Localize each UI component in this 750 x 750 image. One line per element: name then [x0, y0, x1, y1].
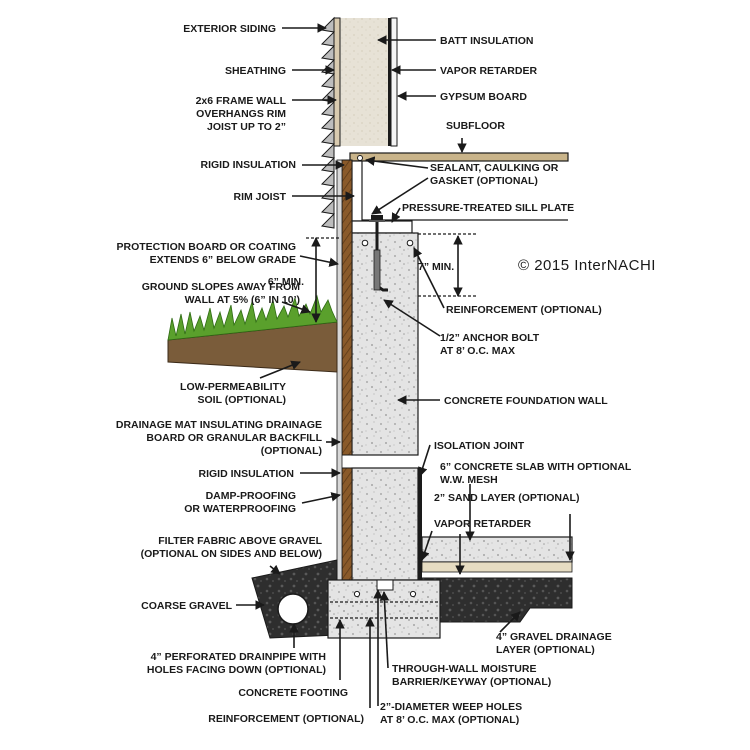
label-sealant-line-2: GASKET (OPTIONAL) [430, 175, 538, 187]
label-batt-insulation: BATT INSULATION [440, 35, 534, 47]
label-drainage-mat-line-1: DRAINAGE MAT INSULATING DRAINAGE [116, 419, 322, 431]
label-through-wall-line-2: BARRIER/KEYWAY (OPTIONAL) [392, 676, 551, 688]
label-coarse-gravel: COARSE GRAVEL [141, 600, 232, 612]
label-concrete-slab-line-1: 6” CONCRETE SLAB WITH OPTIONAL [440, 461, 632, 473]
sand-layer [421, 561, 573, 573]
label-sill-plate: PRESSURE-TREATED SILL PLATE [402, 202, 574, 214]
label-rigid-insulation-low: RIGID INSULATION [199, 468, 294, 480]
protection-board [341, 159, 353, 456]
label-through-wall-line-1: THROUGH-WALL MOISTURE [392, 663, 536, 675]
isolation-joint [418, 468, 422, 580]
label-concrete-footing: CONCRETE FOOTING [238, 687, 348, 699]
label-isolation-joint: ISOLATION JOINT [434, 440, 525, 452]
label-rim-joist: RIM JOIST [233, 191, 286, 203]
sheathing-layer [333, 17, 341, 147]
label-ground-slopes-line-2: WALL AT 5% (6” IN 10’) [185, 294, 300, 306]
vapor-retarder-layer [388, 18, 391, 146]
label-concrete-slab-line-2: W.W. MESH [440, 474, 498, 486]
label-drainpipe-line-2: HOLES FACING DOWN (OPTIONAL) [147, 664, 326, 676]
label-filter-fabric-line-1: FILTER FABRIC ABOVE GRAVEL [158, 535, 322, 547]
label-gypsum-board: GYPSUM BOARD [440, 91, 527, 103]
bolt-nut [371, 215, 383, 220]
leader-isolation-joint [418, 444, 431, 477]
label-foundation-wall: CONCRETE FOUNDATION WALL [444, 395, 608, 407]
rim-joist [351, 160, 363, 222]
gypsum-board-layer [390, 17, 398, 147]
label-protection-board-line-1: PROTECTION BOARD OR COATING [117, 241, 296, 253]
leader-gravel-drainage [499, 611, 521, 633]
protection-board-lower [341, 467, 353, 581]
label-subfloor: SUBFLOOR [446, 120, 505, 132]
gravel-drainage-layer [421, 577, 573, 623]
copyright-notice: © 2015 InterNACHI [518, 257, 656, 274]
sill-plate [351, 220, 413, 234]
subfloor [349, 152, 569, 162]
keyway [376, 579, 394, 591]
label-weep-holes-line-1: 2”-DIAMETER WEEP HOLES [380, 701, 522, 713]
concrete-slab [421, 536, 573, 563]
label-damp-proofing-line-2: OR WATERPROOFING [184, 503, 296, 515]
label-anchor-bolt-line-2: AT 8’ O.C. MAX [440, 345, 515, 357]
leader-vapor-retarder-low [420, 530, 433, 561]
concrete-foundation-wall-lower [351, 467, 419, 581]
footing-rebar-left [353, 590, 361, 598]
footing-rebar-right [409, 590, 417, 598]
leader-ground-slopes [281, 301, 311, 314]
label-reinforcement-top: REINFORCEMENT (OPTIONAL) [446, 304, 602, 316]
leader-lines [236, 23, 575, 708]
label-anchor-bolt-line-1: 1/2” ANCHOR BOLT [440, 332, 540, 344]
label-reinforcement-low: REINFORCEMENT (OPTIONAL) [208, 713, 364, 725]
leader-reinforcement-top [413, 247, 445, 309]
label-frame-wall-line-3: JOIST UP TO 2” [207, 121, 286, 133]
label-frame-wall-line-1: 2x6 FRAME WALL [196, 95, 287, 107]
sealant-bead [357, 155, 363, 161]
leader-sealant-2 [371, 177, 429, 215]
leader-sealant [365, 156, 429, 169]
perforated-drainpipe [277, 593, 309, 625]
label-low-perm-soil-line-2: SOIL (OPTIONAL) [198, 394, 286, 406]
label-damp-proofing-line-1: DAMP-PROOFING [206, 490, 296, 502]
label-protection-board-line-2: EXTENDS 6” BELOW GRADE [150, 254, 296, 266]
label-sealant-line-1: SEALANT, CAULKING OR [430, 162, 559, 174]
label-drainage-mat-line-2: BOARD OR GRANULAR BACKFILL [146, 432, 322, 444]
label-frame-wall-line-2: OVERHANGS RIM [196, 108, 286, 120]
anchor-bolt-body [373, 249, 381, 291]
leader-filter-fabric [269, 564, 281, 575]
label-rigid-insulation-top: RIGID INSULATION [201, 159, 296, 171]
label-vapor-retarder-low: VAPOR RETARDER [434, 518, 531, 530]
label-gravel-drainage-line-1: 4” GRAVEL DRAINAGE [496, 631, 612, 643]
leader-through-wall [379, 591, 390, 669]
rebar-top-left [361, 239, 369, 247]
concrete-foundation-wall [351, 232, 419, 456]
leader-protection-board [299, 255, 339, 267]
label-drainpipe-line-1: 4” PERFORATED DRAINPIPE WITH [151, 651, 326, 663]
leader-low-perm-soil [259, 360, 301, 379]
label-drainage-mat-line-3: (OPTIONAL) [261, 445, 322, 457]
label-vapor-retarder-top: VAPOR RETARDER [440, 65, 537, 77]
label-group: EXTERIOR SIDING SHEATHING 2x6 FRAME WALLOV… [116, 23, 632, 726]
leader-sill-plate [391, 207, 401, 223]
label-sand-layer: 2” SAND LAYER (OPTIONAL) [434, 492, 579, 504]
batt-insulation-area [340, 18, 388, 146]
label-filter-fabric-line-2: (OPTIONAL ON SIDES AND BELOW) [141, 548, 322, 560]
damp-proofing-layer [336, 159, 343, 581]
label-ground-slopes-line-1: GROUND SLOPES AWAY FROM [142, 281, 301, 293]
label-sheathing: SHEATHING [225, 65, 286, 77]
bolt-washer [369, 220, 385, 222]
label-six-min: 6” MIN. [268, 276, 304, 288]
rebar-top-right [406, 239, 414, 247]
leader-anchor-bolt [383, 299, 441, 337]
label-gravel-drainage-line-2: LAYER (OPTIONAL) [496, 644, 595, 656]
label-exterior-siding: EXTERIOR SIDING [183, 23, 276, 35]
label-weep-holes-line-2: AT 8’ O.C. MAX (OPTIONAL) [380, 714, 519, 726]
label-low-perm-soil-line-1: LOW-PERMEABILITY [180, 381, 286, 393]
leader-damp-proofing [301, 492, 341, 504]
label-seven-min: 7” MIN. [418, 261, 454, 273]
